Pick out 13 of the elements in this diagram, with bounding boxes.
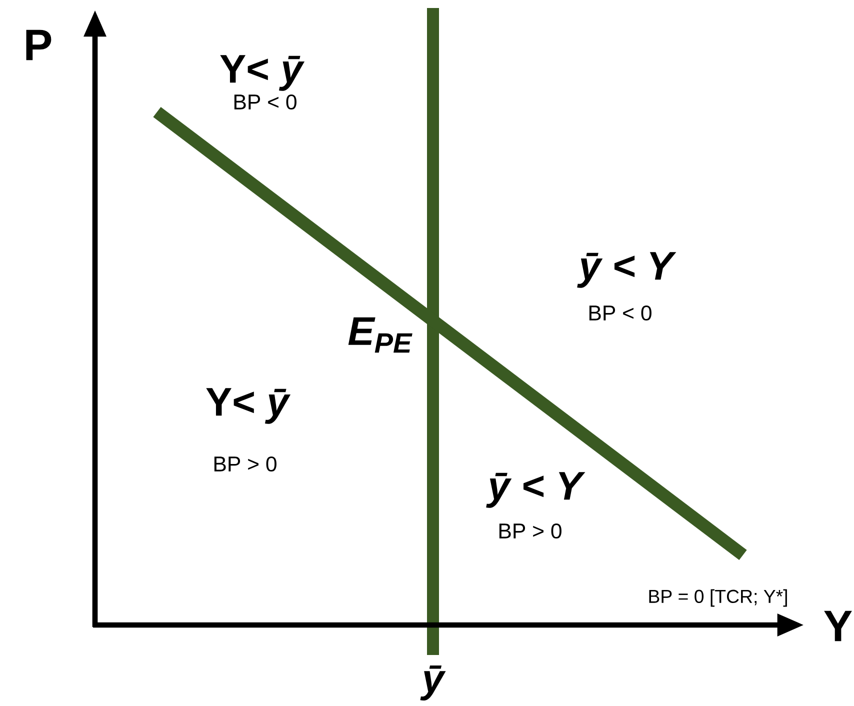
curve-label: BP = 0 [TCR; Y*] bbox=[649, 589, 787, 607]
condition-label: BP < 0 bbox=[589, 305, 652, 321]
condition-label: BP > 0 bbox=[499, 523, 562, 539]
axis-label: Y bbox=[824, 610, 852, 642]
region-label: ȳ < Y bbox=[577, 252, 676, 288]
region-label: Y< ȳ bbox=[220, 55, 305, 91]
axis-label: P bbox=[26, 30, 52, 60]
axis-tick-label: ȳ bbox=[420, 665, 446, 701]
region-label: Y< ȳ bbox=[206, 388, 291, 424]
condition-label: BP < 0 bbox=[234, 94, 296, 110]
point-label: E$_{PE}$ bbox=[348, 317, 412, 353]
condition-label: BP > 0 bbox=[214, 456, 276, 472]
region-label: ȳ < Y bbox=[486, 472, 586, 508]
